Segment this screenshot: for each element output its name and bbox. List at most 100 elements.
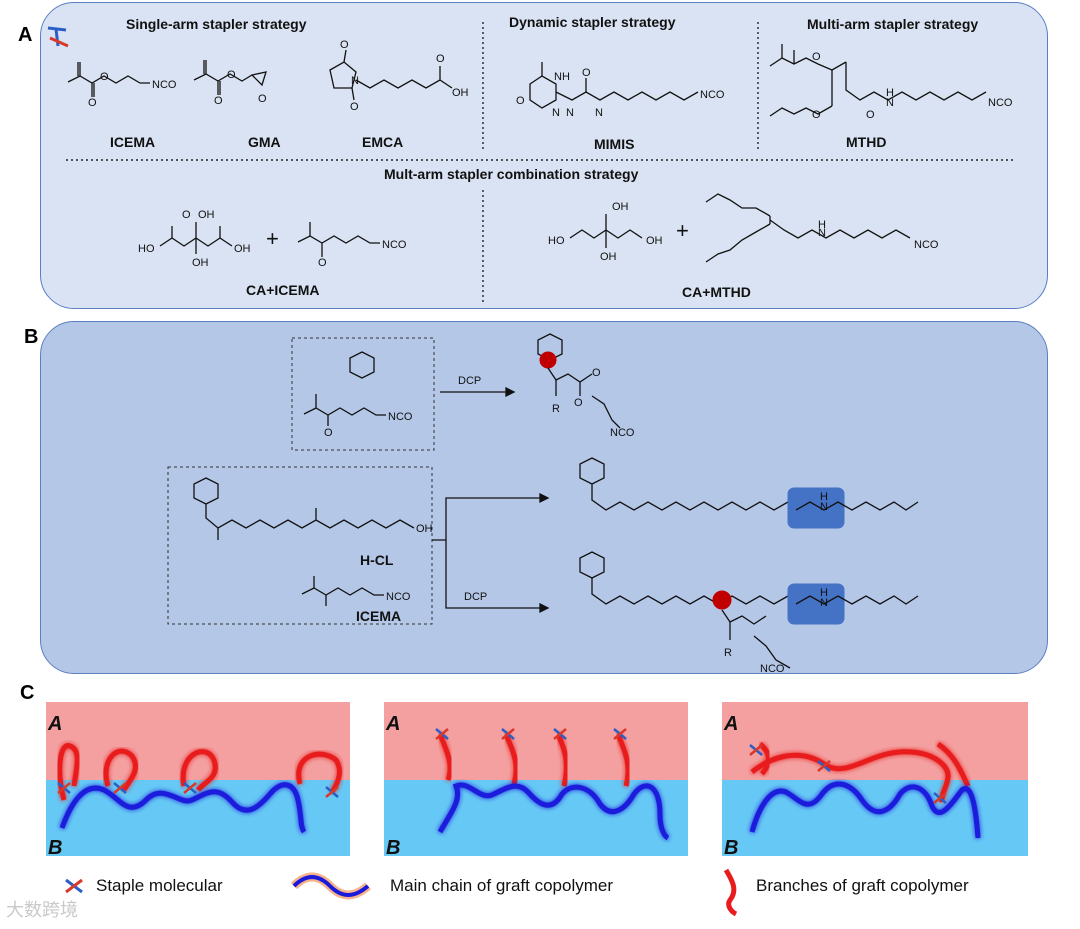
svg-text:HO: HO (548, 235, 565, 247)
svg-text:O: O (324, 427, 333, 439)
svg-text:NCO: NCO (700, 89, 725, 101)
svg-text:NCO: NCO (388, 411, 413, 423)
structure-icema: O O NCO (67, 62, 177, 109)
svg-text:DCP: DCP (464, 591, 487, 603)
panel-letter-c: C (20, 682, 35, 704)
svg-text:A: A (723, 713, 738, 735)
svg-text:OH: OH (234, 243, 251, 255)
svg-text:O: O (100, 71, 109, 83)
label-ca-mthd: CA+MTHD (682, 284, 751, 300)
svg-text:+: + (266, 226, 279, 251)
svg-text:O: O (436, 53, 445, 65)
interface-diagrams: A B A B A B (46, 702, 1028, 859)
legend-main-chain-icon (290, 872, 371, 900)
structure-emca: O O N O OH (329, 39, 469, 113)
label-emca: EMCA (362, 134, 404, 150)
structure-gma: O O O (193, 60, 267, 107)
legend-branch-icon (723, 868, 738, 916)
svg-text:N: N (820, 501, 828, 513)
header-dynamic: Dynamic stapler strategy (509, 14, 676, 30)
legend-staple-label: Staple molecular (96, 876, 223, 895)
svg-text:R: R (552, 403, 560, 415)
svg-text:O: O (516, 95, 525, 107)
header-combination: Mult-arm stapler combination strategy (384, 166, 639, 182)
structures-panel-a: O O NCO O O O O O N O OH O NH N N O N NC (67, 39, 1013, 269)
panel-a-dividers (66, 22, 1016, 302)
svg-text:A: A (47, 713, 62, 735)
svg-text:O: O (574, 397, 583, 409)
svg-text:H: H (886, 87, 894, 99)
panel-a-box (40, 2, 1048, 309)
svg-text:N: N (886, 97, 894, 109)
svg-text:R: R (724, 647, 732, 659)
svg-text:OH: OH (192, 257, 209, 269)
svg-text:N: N (351, 75, 359, 87)
svg-text:OH: OH (646, 235, 663, 247)
svg-text:O: O (227, 69, 236, 81)
header-multi-arm: Multi-arm stapler strategy (807, 16, 979, 32)
svg-text:H: H (820, 587, 828, 599)
svg-text:NCO: NCO (988, 97, 1013, 109)
svg-text:O: O (88, 97, 97, 109)
structure-ca-mthd: HO OH OH OH + H N NCO (548, 193, 939, 263)
interface-diagram-3: A B (722, 702, 1028, 859)
svg-text:O: O (350, 101, 359, 113)
staple-marks (57, 728, 947, 804)
svg-text:OH: OH (612, 201, 629, 213)
legend-branch-label: Branches of graft copolymer (756, 876, 969, 895)
interface-diagram-1: A B (46, 702, 350, 859)
stapler-logo-icon (47, 26, 69, 48)
svg-text:O: O (318, 257, 327, 269)
structure-ca-icema: HO O OH OH OH + O NCO (138, 209, 407, 269)
header-single-arm: Single-arm stapler strategy (126, 16, 307, 32)
svg-text:B: B (724, 837, 738, 859)
svg-text:NCO: NCO (382, 239, 407, 251)
svg-text:N: N (820, 597, 828, 609)
label-gma: GMA (248, 134, 281, 150)
svg-text:DCP: DCP (458, 375, 481, 387)
svg-text:+: + (676, 218, 689, 243)
svg-text:O: O (582, 67, 591, 79)
svg-text:O: O (812, 109, 821, 121)
svg-text:N: N (552, 107, 560, 119)
label-ca-icema: CA+ICEMA (246, 282, 320, 298)
svg-text:OH: OH (416, 523, 433, 535)
svg-text:NCO: NCO (610, 427, 635, 439)
legend-staple-icon (65, 878, 83, 894)
svg-text:A: A (385, 713, 400, 735)
svg-text:N: N (818, 227, 826, 239)
svg-text:N: N (595, 107, 603, 119)
label-mimis: MIMIS (594, 136, 635, 152)
svg-text:OH: OH (198, 209, 215, 221)
svg-text:OH: OH (600, 251, 617, 263)
label-icema-b: ICEMA (356, 608, 402, 624)
watermark: 大数跨境 (6, 900, 78, 920)
structures-panel-b: O NCO DCP R O O NCO OH NCO DCP H N H N R… (167, 333, 919, 675)
svg-text:HO: HO (138, 243, 155, 255)
svg-text:NCO: NCO (386, 591, 411, 603)
svg-text:O: O (812, 51, 821, 63)
structure-mthd: O O O H N NCO (769, 44, 1013, 121)
svg-text:OH: OH (452, 87, 469, 99)
interface-diagram-2: A B (384, 702, 688, 859)
svg-text:O: O (182, 209, 191, 221)
svg-text:B: B (48, 837, 62, 859)
svg-text:O: O (214, 95, 223, 107)
legend-main-chain-label: Main chain of graft copolymer (390, 876, 613, 895)
label-mthd: MTHD (846, 134, 887, 150)
svg-text:B: B (386, 837, 400, 859)
svg-text:NH: NH (554, 71, 570, 83)
svg-text:NCO: NCO (914, 239, 939, 251)
structure-mimis: O NH N N O N NCO (516, 62, 725, 119)
svg-text:O: O (258, 93, 267, 105)
label-hcl: H-CL (360, 552, 394, 568)
svg-text:H: H (820, 491, 828, 503)
svg-text:N: N (566, 107, 574, 119)
svg-text:H: H (818, 219, 826, 231)
svg-text:O: O (340, 39, 349, 51)
panel-letter-b: B (24, 326, 39, 348)
label-icema: ICEMA (110, 134, 156, 150)
panel-letter-a: A (18, 24, 33, 46)
svg-text:NCO: NCO (760, 663, 785, 675)
svg-text:O: O (866, 109, 875, 121)
